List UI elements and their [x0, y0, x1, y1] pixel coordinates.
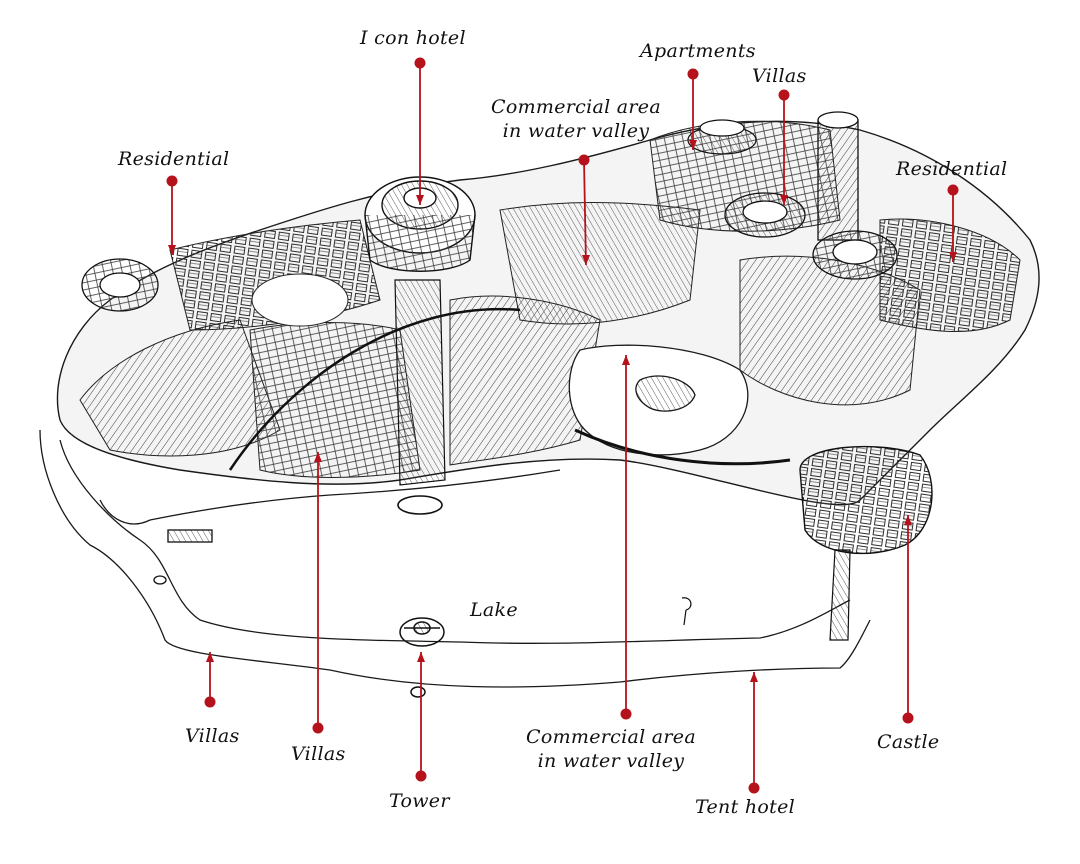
label-commercial-top-line1: Commercial area — [491, 96, 661, 118]
leader-icon-hotel-arrowhead — [416, 195, 424, 205]
leader-villas-bottom-mid-arrowhead — [314, 452, 322, 462]
lake-tower — [399, 617, 445, 698]
east-radial-district — [739, 255, 921, 406]
label-villas-bottom-left: Villas — [185, 725, 240, 747]
leader-residential-right — [947, 184, 959, 262]
label-commercial-top-line2: in water valley — [502, 120, 650, 142]
leader-villas-bottom-left-dot — [204, 696, 216, 708]
leader-commercial-top-dot — [578, 154, 590, 166]
leader-commercial-top-arrowhead — [582, 255, 590, 265]
label-residential-left: Residential — [118, 148, 230, 170]
leader-apartments-arrowhead — [689, 140, 697, 150]
leader-residential-left-arrowhead — [168, 245, 176, 255]
label-commercial-bottom: Commercial area in water valley — [526, 725, 696, 773]
east-tower-cylinder — [817, 111, 859, 241]
apartments-terraces — [687, 119, 757, 155]
leader-villas-top — [778, 89, 790, 205]
causeway-bridge — [574, 428, 791, 466]
leader-apartments-dot — [687, 68, 699, 80]
leader-tent-hotel — [748, 672, 760, 794]
leader-icon-hotel-dot — [414, 57, 426, 69]
label-tower: Tower — [389, 790, 450, 812]
leader-villas-top-arrowhead — [780, 195, 788, 205]
leader-residential-right-dot — [947, 184, 959, 196]
castle-pier — [829, 549, 851, 641]
leader-tower-arrowhead — [417, 652, 425, 662]
label-residential-right: Residential — [896, 158, 1008, 180]
lake-shoreline — [39, 429, 871, 688]
label-tent-hotel: Tent hotel — [695, 796, 795, 818]
leader-commercial-bottom — [620, 355, 632, 720]
south-pier-ring — [397, 495, 443, 515]
leader-tower — [415, 652, 427, 782]
leader-villas-top-dot — [778, 89, 790, 101]
leader-residential-right-arrowhead — [949, 252, 957, 262]
leader-commercial-bottom-arrowhead — [622, 355, 630, 365]
label-commercial-bottom-line2: in water valley — [537, 750, 685, 772]
diagonal-road — [228, 307, 521, 471]
label-apartments: Apartments — [640, 40, 756, 62]
water-valley-district — [499, 202, 701, 325]
label-castle: Castle — [877, 731, 940, 753]
leader-commercial-top — [578, 154, 590, 266]
leader-villas-bottom-left-arrowhead — [206, 652, 214, 662]
villas-mid-district — [249, 322, 421, 478]
lake-balloon — [681, 597, 692, 626]
label-lake: Lake — [470, 599, 518, 621]
label-icon-hotel: I con hotel — [360, 27, 466, 49]
leader-icon-hotel — [414, 57, 426, 205]
label-commercial-top: Commercial area in water valley — [491, 95, 661, 143]
leader-castle — [902, 515, 914, 724]
leader-residential-left-dot — [166, 175, 178, 187]
villas-ring-north — [724, 192, 806, 238]
leader-commercial-bottom-dot — [620, 708, 632, 720]
east-ring — [812, 230, 898, 280]
leader-castle-dot — [902, 712, 914, 724]
leader-tent-hotel-arrowhead — [750, 672, 758, 682]
central-lagoon — [568, 344, 749, 456]
leader-residential-left — [166, 175, 178, 255]
west-ring-building — [81, 258, 159, 312]
castle-block — [799, 445, 933, 555]
label-commercial-bottom-line1: Commercial area — [526, 726, 696, 748]
west-lake-park — [251, 273, 349, 327]
leader-tower-dot — [415, 770, 427, 782]
leader-villas-bottom-mid — [312, 452, 324, 734]
label-villas-bottom-mid: Villas — [291, 743, 346, 765]
central-spine — [394, 279, 446, 486]
leader-castle-arrowhead — [904, 515, 912, 525]
leader-apartments — [687, 68, 699, 150]
leader-tent-hotel-dot — [748, 782, 760, 794]
label-villas-top: Villas — [752, 65, 807, 87]
leader-villas-bottom-left — [204, 652, 216, 708]
leader-villas-bottom-mid-dot — [312, 722, 324, 734]
west-jetty — [153, 529, 213, 585]
